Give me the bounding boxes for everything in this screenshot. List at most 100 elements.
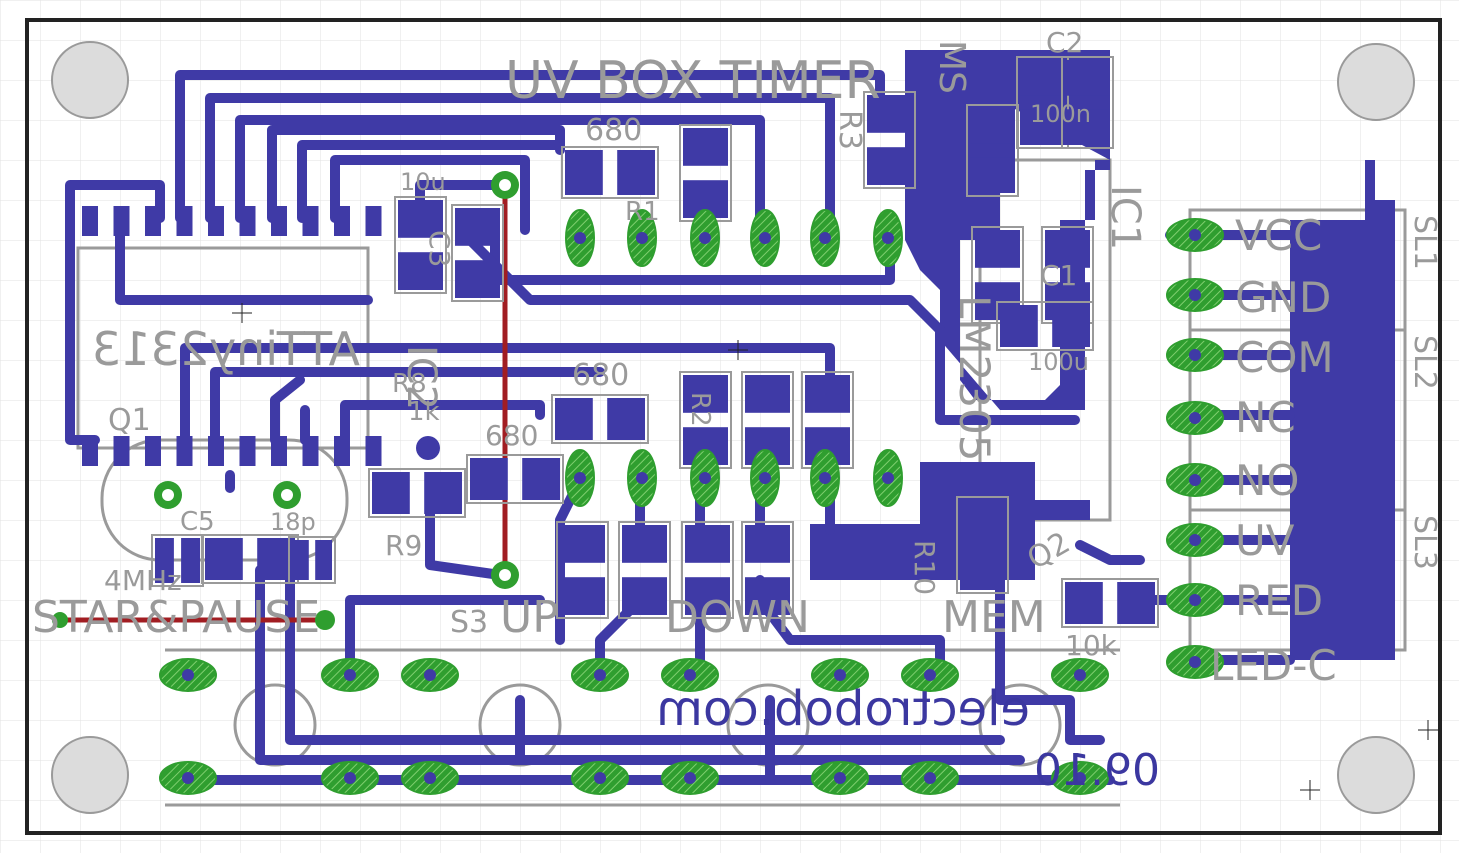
smd-component: [394, 196, 447, 294]
mcu-pad: [271, 206, 287, 236]
pin-label-nc: NC: [1235, 393, 1296, 442]
th-pad: [901, 658, 959, 692]
res-ref-r3: R3: [832, 110, 867, 150]
th-pad: [627, 209, 657, 267]
smd-component: [556, 521, 609, 619]
mcu-pads: [82, 206, 382, 466]
crystal-pads: [52, 171, 519, 630]
th-pad: [1166, 523, 1224, 557]
res-value-1k: 1k: [408, 397, 440, 427]
th-pad: [321, 658, 379, 692]
smd-component: [966, 104, 1019, 197]
th-pad: [810, 209, 840, 267]
pin-label-red: RED: [1235, 576, 1323, 625]
res-value-2: 680: [572, 358, 629, 393]
header-sl2: SL2: [1407, 335, 1442, 390]
origin-markers: [232, 303, 1438, 800]
res-ref-r9: R9: [385, 529, 422, 562]
mcu-pad: [208, 206, 224, 236]
bottom-copper-traces: [65, 70, 1295, 785]
th-pad: [1166, 338, 1224, 372]
mcu-pad: [365, 206, 382, 236]
crystal-value: 4MHz: [104, 564, 182, 597]
silkscreen-text: UV BOX TIMER ATTiny2313 IC2 LM2305 IC1 M…: [32, 26, 1442, 796]
website-text: electrobob.com: [656, 681, 1030, 737]
th-pad: [750, 449, 780, 507]
smd-component: [996, 301, 1094, 351]
mcu-pad: [302, 206, 319, 236]
regulator-marking: MS: [931, 40, 972, 94]
date-text: 09.10: [1034, 745, 1160, 796]
mcu-pad: [82, 436, 98, 466]
th-pad: [810, 449, 840, 507]
smd-component: [801, 371, 854, 469]
smd-component: [551, 394, 649, 444]
th-pad: [1166, 278, 1224, 312]
button-ref-s3: S3: [450, 605, 488, 640]
smd-component: [1061, 578, 1159, 628]
smd-component: [466, 454, 564, 504]
th-pad: [661, 761, 719, 795]
mcu-pad: [145, 206, 161, 236]
th-pad: [1166, 583, 1224, 617]
regulator-ref: IC1: [1102, 185, 1148, 250]
mcu-pad: [145, 436, 161, 466]
cap-c3-value: 10u: [400, 168, 446, 196]
res-value-1: 680: [585, 113, 642, 148]
mcu-pad: [176, 436, 193, 466]
mcu-pad: [365, 436, 382, 466]
board-title: UV BOX TIMER: [505, 51, 881, 111]
mcu-pad: [334, 436, 350, 466]
button-label-up: UP: [500, 592, 559, 643]
res-ref-r2: R2: [685, 392, 715, 427]
pin-label-ledc: LED-C: [1210, 641, 1337, 690]
th-pad: [661, 658, 719, 692]
mcu-pad: [271, 436, 287, 466]
cap-c5-value: 18p: [270, 508, 316, 536]
mcu-pad: [82, 206, 98, 236]
smd-component: [1061, 56, 1114, 149]
smd-component: [681, 521, 734, 619]
smd-component: [618, 521, 671, 619]
cap-c5-ref: C5: [180, 507, 215, 537]
th-pad: [901, 761, 959, 795]
smd-component: [863, 91, 916, 189]
th-pad: [750, 209, 780, 267]
smd-component: [679, 124, 732, 222]
th-pad: [811, 658, 869, 692]
cap-c3-ref: C3: [423, 230, 456, 267]
th-pad: [571, 761, 629, 795]
header-sl3: SL3: [1407, 515, 1442, 570]
cap-c1-value: 100u: [1028, 348, 1089, 376]
res-ref-r8: R8: [392, 369, 427, 399]
smd-component: [741, 521, 794, 619]
th-pad: [811, 761, 869, 795]
cap-c2-value: 100n: [1030, 100, 1091, 128]
th-pad: [571, 658, 629, 692]
smd-component: [956, 496, 1009, 594]
through-hole-pads: [159, 209, 1224, 795]
pin-label-com: COM: [1235, 333, 1334, 382]
top-copper-traces: [60, 185, 508, 623]
smd-component: [288, 536, 336, 584]
board-outline: [25, 18, 1442, 835]
mcu-ref: IC2: [398, 345, 444, 410]
th-pad: [565, 449, 595, 507]
mcu-pad: [334, 206, 350, 236]
th-pad: [159, 761, 217, 795]
th-pad: [690, 449, 720, 507]
th-pad: [321, 761, 379, 795]
mcu-label: ATTiny2313: [92, 322, 360, 376]
th-pad: [1166, 463, 1224, 497]
button-label-mem: MEM: [942, 592, 1046, 643]
th-pad: [627, 449, 657, 507]
res-value-3: 680: [485, 419, 538, 452]
smd-component: [451, 204, 504, 302]
th-pad: [159, 658, 217, 692]
th-pad: [1166, 401, 1224, 435]
smd-component: [1016, 56, 1069, 149]
pin-label-uv: UV: [1235, 516, 1295, 565]
mcu-pad: [302, 436, 319, 466]
